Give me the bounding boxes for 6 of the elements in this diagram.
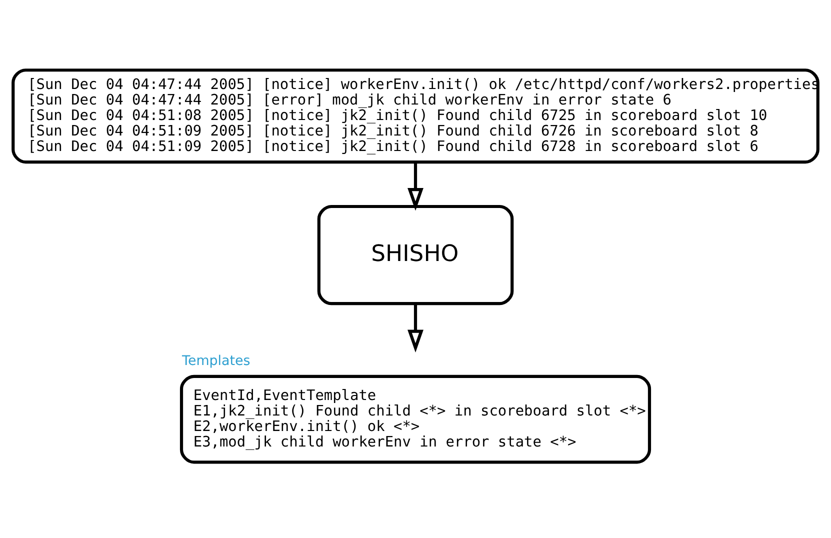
arrow [408, 304, 424, 353]
node-box: SHISHO [317, 204, 514, 306]
arrow [408, 162, 424, 211]
node-box: EventId,EventTemplate E1,jk2_init() Found child <*> in scoreboard slot <*> E2,workerEnv.init() ok <*> E3,mod_jk child workerEnv in error state <*> [180, 374, 652, 464]
node-label: Templates [182, 354, 250, 369]
node-box: [Sun Dec 04 04:47:44 2005] [notice] workerEnv.init() ok /etc/httpd/conf/workers2.properties [Sun Dec 04 04:47:44 2005] [error] mod_jk child workerEnv in error state 6 [Sun Dec 04 04:51:08 2005] [notice] jk2_init() Found child 6725 in scoreboard slot 10 [Sun Dec 04 04:51:09 2005] [notice] jk2_init() Found child 6726 in scoreboard slot 8 [Sun Dec 04 04:51:09 2005] [notice] jk2_init() Found child 6728 in scoreboard slot 6 [12, 68, 820, 164]
